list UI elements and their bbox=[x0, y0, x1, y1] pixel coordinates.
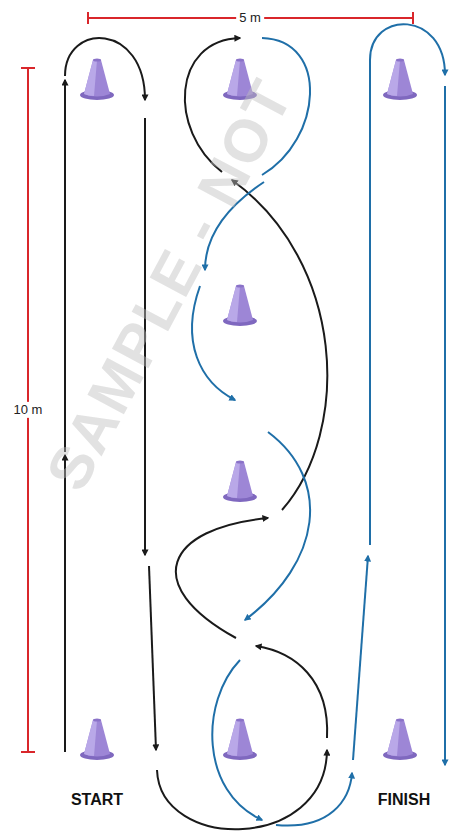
dimension-label: 5 m bbox=[236, 10, 264, 26]
cone bbox=[383, 59, 417, 101]
cone bbox=[223, 285, 257, 327]
cone bbox=[80, 59, 114, 101]
dimension-label: 10 m bbox=[11, 402, 46, 418]
finish-label: FINISH bbox=[378, 791, 430, 809]
cone bbox=[223, 461, 257, 503]
watermark: SAMPLE - NOT bbox=[34, 69, 305, 501]
cone bbox=[383, 719, 417, 761]
start-label: START bbox=[71, 791, 123, 809]
cone bbox=[223, 719, 257, 761]
dimension-lines bbox=[21, 12, 413, 752]
cone bbox=[80, 719, 114, 761]
